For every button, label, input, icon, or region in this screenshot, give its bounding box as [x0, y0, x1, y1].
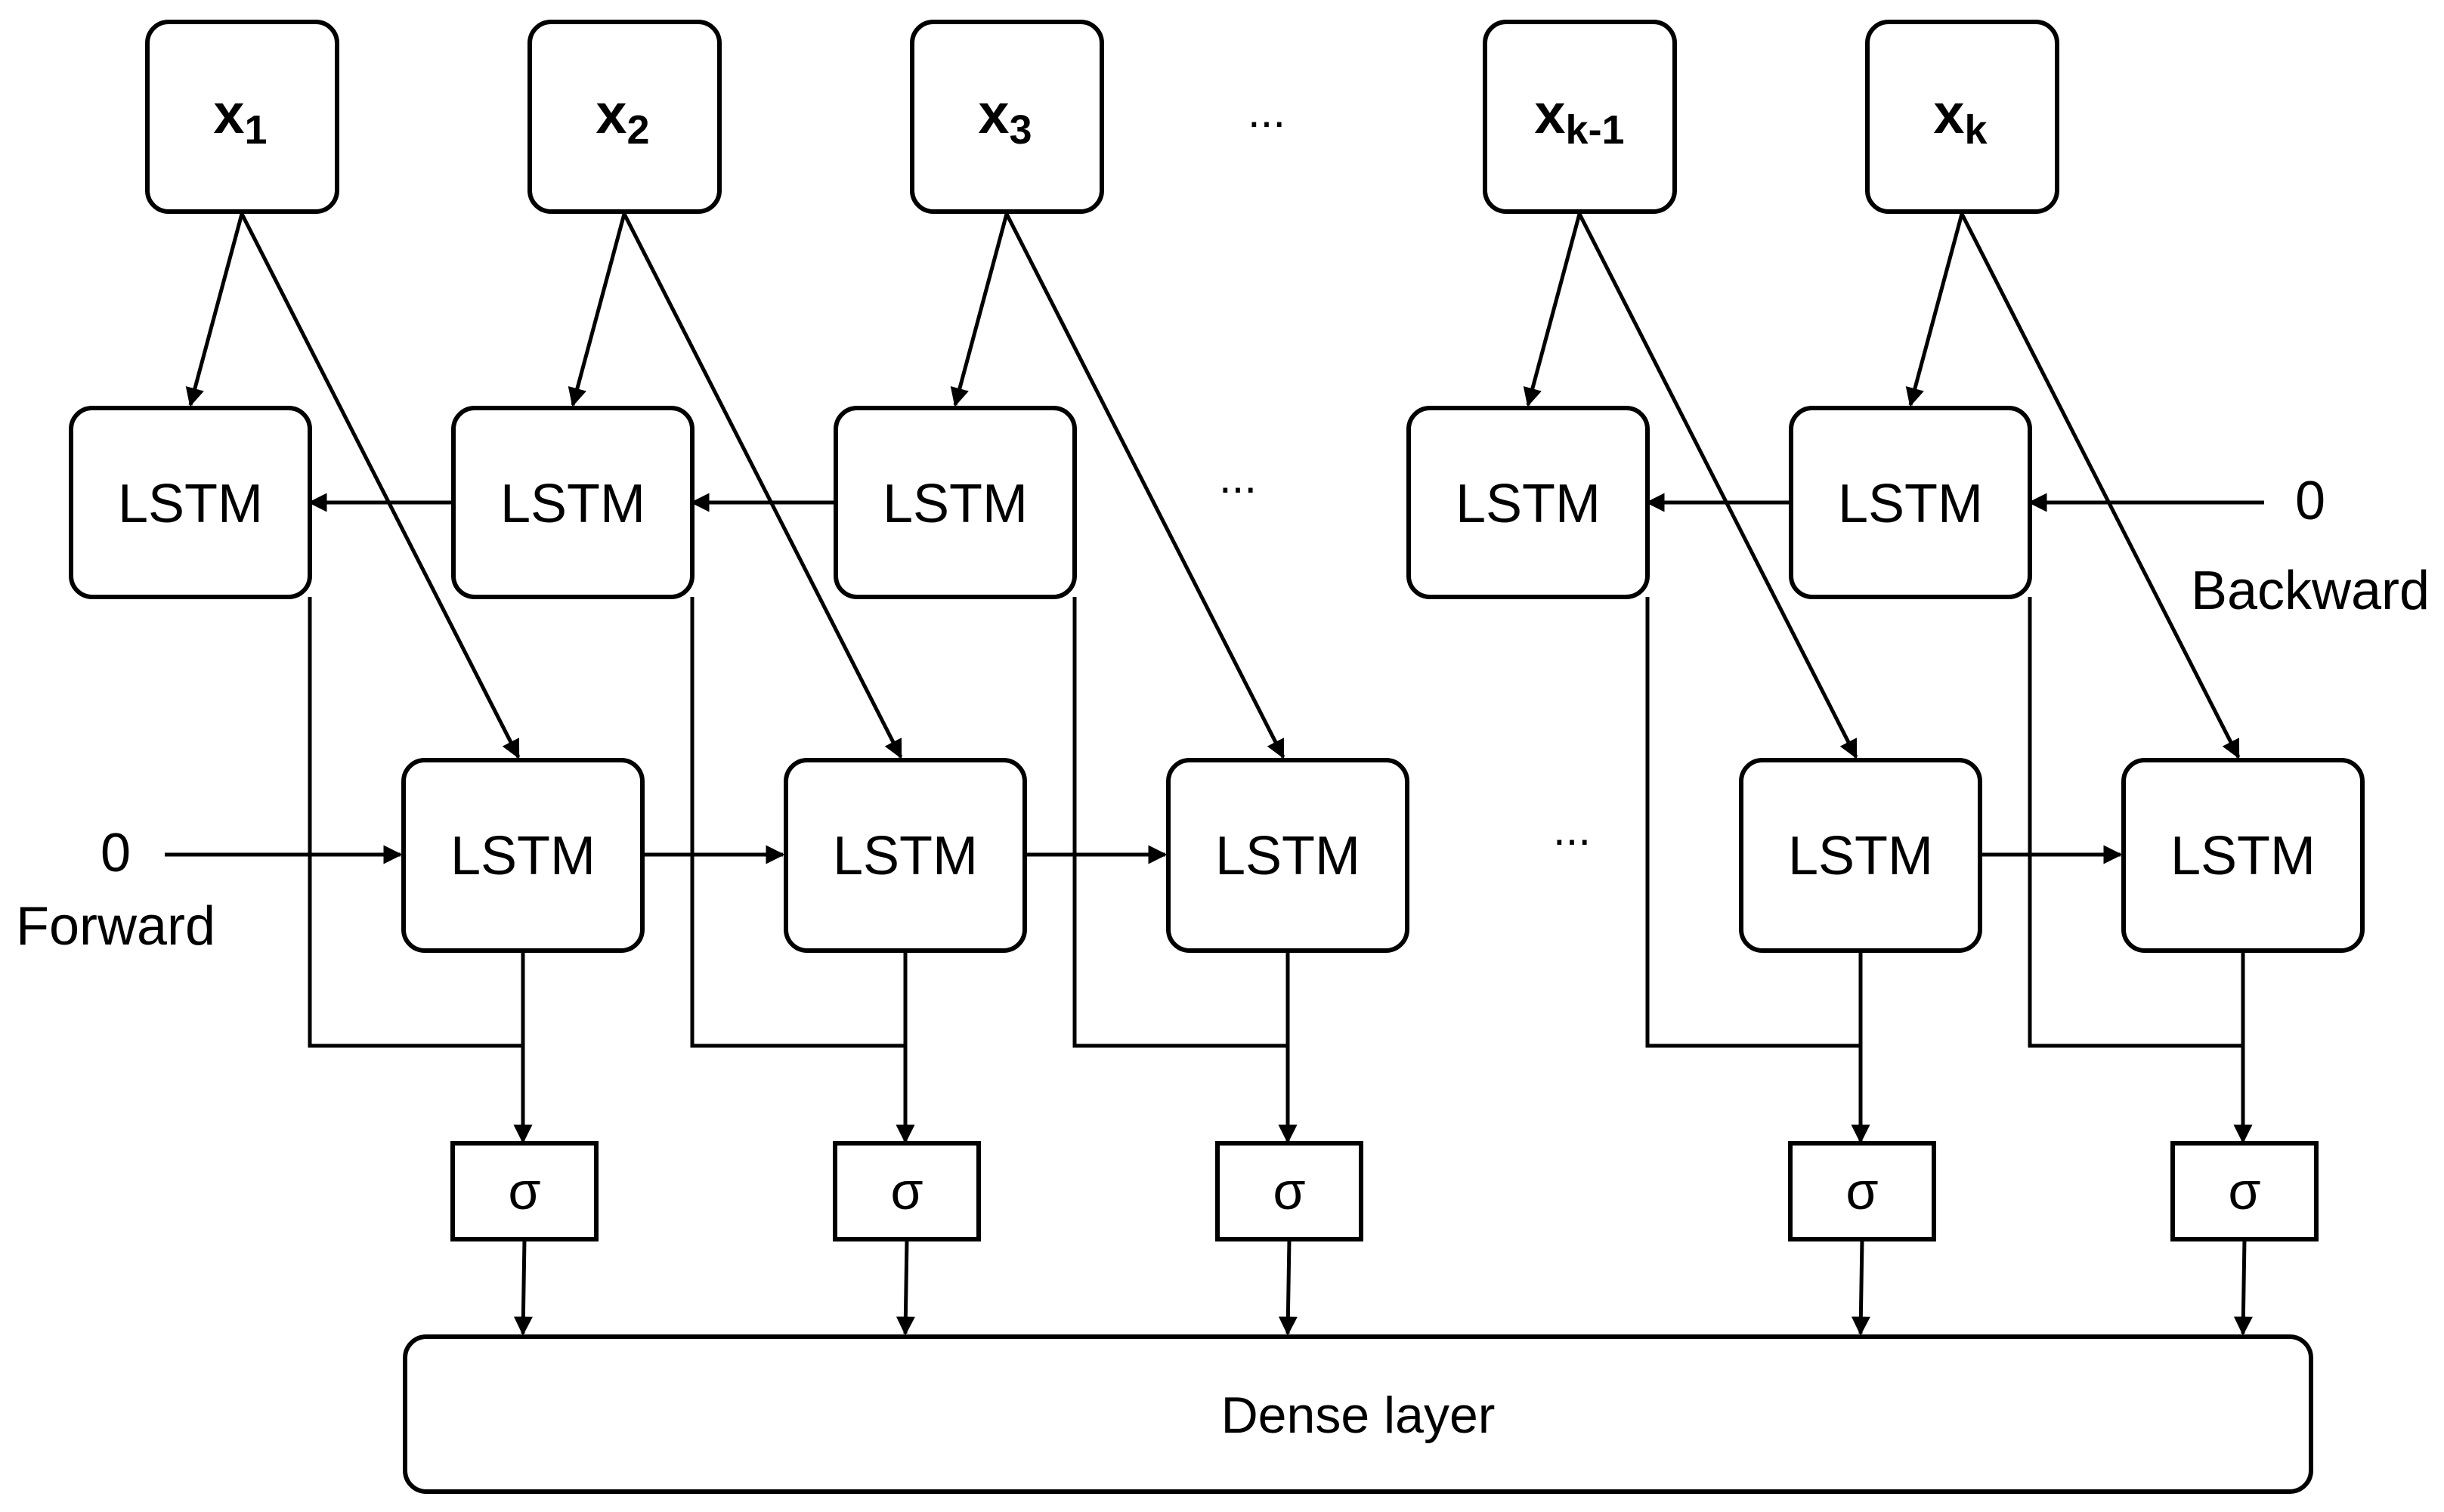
edge-xk-1-to-forward-lstm: [1577, 212, 1858, 759]
sigma-node: σ: [833, 1141, 981, 1241]
backward-lstm-cell: LSTM: [1406, 406, 1650, 599]
lstm-label: LSTM: [1788, 826, 1933, 886]
input-node: xk-1: [1483, 20, 1677, 214]
forward-label: Forward: [16, 896, 215, 957]
input-label: x: [596, 82, 626, 145]
input-label: x: [1534, 82, 1565, 145]
edge-sigma-to-dense: [513, 1238, 533, 1336]
sigma-node: σ: [2170, 1141, 2319, 1241]
ellipsis-forward: ...: [1553, 804, 1591, 855]
sigma-label: σ: [1845, 1161, 1878, 1220]
edge-backward-output: [1645, 597, 1861, 1048]
forward-lstm-cell: LSTM: [784, 758, 1027, 953]
lstm-label: LSTM: [118, 474, 263, 534]
dense-layer-label: Dense layer: [1221, 1387, 1496, 1444]
forward-init-value: 0: [101, 823, 131, 883]
edge-sigma-to-dense: [2233, 1238, 2253, 1336]
input-node: x2: [527, 20, 722, 214]
input-node: x1: [145, 20, 339, 214]
svg-text:xk-1: xk-1: [1534, 82, 1624, 153]
svg-text:xk: xk: [1933, 82, 1988, 153]
edge-sigma-to-dense: [1851, 1238, 1870, 1336]
ellipsis-inputs: ...: [1248, 86, 1285, 137]
sigma-label: σ: [2228, 1161, 2260, 1220]
lstm-label: LSTM: [450, 826, 596, 886]
edge-backward-output: [308, 597, 523, 1048]
sigma-node: σ: [1788, 1141, 1936, 1241]
edge-x3-to-backward-lstm: [950, 213, 1009, 407]
input-label: x: [1933, 82, 1964, 145]
svg-text:x1: x1: [213, 82, 267, 153]
sigma-node: σ: [450, 1141, 599, 1241]
edges: [165, 212, 2264, 1336]
lstm-label: LSTM: [833, 826, 978, 886]
input-subscript: 1: [245, 107, 268, 153]
lstm-label: LSTM: [1838, 474, 1983, 534]
sigma-label: σ: [1273, 1161, 1305, 1220]
input-label: x: [978, 82, 1009, 145]
svg-text:x2: x2: [596, 82, 649, 153]
lstm-label: LSTM: [883, 474, 1028, 534]
backward-lstm-cell: LSTM: [451, 406, 695, 599]
lstm-label: LSTM: [2170, 826, 2316, 886]
lstm-label: LSTM: [500, 474, 645, 534]
backward-lstm-cell: LSTM: [834, 406, 1077, 599]
input-label: x: [213, 82, 244, 145]
edge-x2-to-backward-lstm: [568, 213, 626, 407]
edge-backward-output: [690, 597, 905, 1048]
edge-backward-output: [1072, 597, 1288, 1048]
ellipsis-backward: ...: [1219, 452, 1257, 502]
input-node: xk: [1865, 20, 2059, 214]
backward-lstm-cell: LSTM: [69, 406, 312, 599]
backward-lstm-cell: LSTM: [1789, 406, 2032, 599]
input-subscript: 3: [1010, 107, 1032, 153]
input-subscript: k-1: [1566, 107, 1625, 153]
edge-x1-to-forward-lstm: [240, 212, 521, 759]
edge-xk-to-backward-lstm: [1905, 213, 1964, 407]
edge-xk-1-to-backward-lstm: [1523, 213, 1582, 407]
edge-xk-to-forward-lstm: [1960, 212, 2241, 759]
input-subscript: k: [1965, 107, 1988, 153]
forward-lstm-cell: LSTM: [1166, 758, 1409, 953]
svg-text:x3: x3: [978, 82, 1032, 153]
lstm-label: LSTM: [1456, 474, 1601, 534]
sigma-label: σ: [890, 1161, 923, 1220]
edge-x2-to-forward-lstm: [622, 212, 903, 759]
forward-lstm-cell: LSTM: [2121, 758, 2365, 953]
forward-lstm-cell: LSTM: [401, 758, 645, 953]
dense-layer: Dense layer: [403, 1334, 2313, 1494]
edge-x1-to-backward-lstm: [185, 213, 244, 407]
backward-init-value: 0: [2295, 471, 2325, 531]
edge-sigma-to-dense: [1278, 1238, 1298, 1336]
edge-sigma-to-dense: [896, 1238, 915, 1336]
input-subscript: 2: [627, 107, 650, 153]
edge-x3-to-forward-lstm: [1004, 212, 1285, 759]
backward-label: Backward: [2191, 561, 2430, 621]
edge-backward-output: [2028, 597, 2243, 1048]
sigma-node: σ: [1215, 1141, 1363, 1241]
lstm-label: LSTM: [1215, 826, 1360, 886]
sigma-label: σ: [508, 1161, 540, 1220]
input-node: x3: [910, 20, 1104, 214]
forward-lstm-cell: LSTM: [1739, 758, 1982, 953]
